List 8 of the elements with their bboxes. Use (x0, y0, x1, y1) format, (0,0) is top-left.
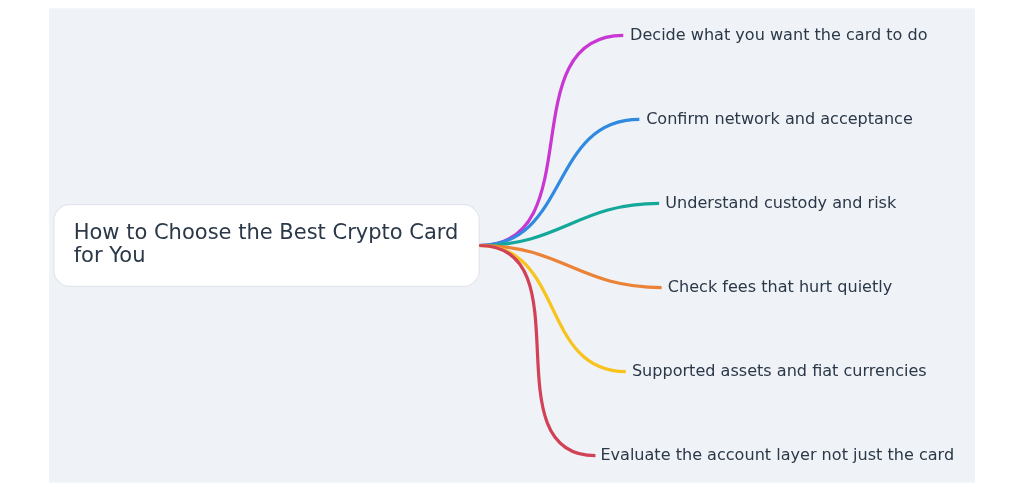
node-text: Confirm network and acceptance (646, 108, 913, 128)
node-text: Evaluate the account layer not just the card (600, 444, 955, 464)
connector (478, 243, 596, 458)
node-text: Check fees that hurt quietly (667, 276, 893, 296)
node-text: Decide what you want the card to do (630, 24, 928, 44)
node-text: Supported assets and fiat currencies (631, 360, 927, 380)
node-text: Understand custody and risk (665, 192, 897, 212)
node-box: How to Choose the Best Crypto Card for You (53, 204, 480, 287)
